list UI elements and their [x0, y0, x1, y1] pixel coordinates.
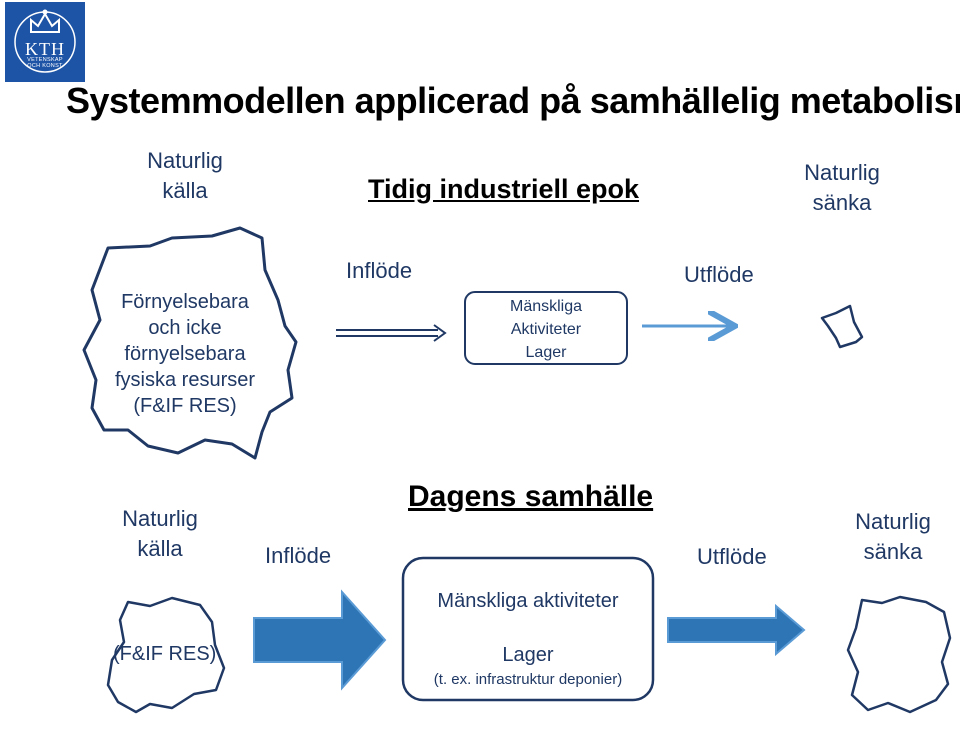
- label-line: källa: [137, 536, 183, 561]
- label-line: Naturlig: [122, 506, 198, 531]
- bottom-sink-shape: [846, 595, 952, 714]
- bottom-box-title: Mänskliga aktiviteter: [437, 590, 619, 612]
- kth-logo: KTH VETENSKAP OCH KONST: [5, 2, 85, 82]
- box-line: Lager: [525, 344, 567, 361]
- bottom-box-stock: Lager: [502, 644, 554, 666]
- top-heading: Tidig industriell epok: [368, 174, 640, 204]
- resource-line: och icke: [148, 317, 222, 339]
- bottom-outflow-label: Utflöde: [697, 544, 767, 569]
- top-sink-shape: [820, 304, 864, 349]
- bottom-sink-label: Naturlig sänka: [833, 507, 953, 567]
- bottom-box-note: (t. ex. infrastruktur deponier): [433, 671, 623, 688]
- crown-icon: [14, 9, 76, 73]
- top-activities-box: [464, 291, 628, 365]
- bottom-inflow-arrow: [253, 589, 387, 691]
- resource-line: fysiska resurser: [114, 369, 256, 391]
- top-inflow-arrow: [336, 324, 447, 342]
- top-source-label: Naturlig källa: [125, 146, 245, 206]
- resource-line: (F&IF RES): [133, 395, 237, 417]
- bottom-activities-box: [401, 556, 655, 702]
- bottom-heading: Dagens samhälle: [408, 480, 654, 513]
- top-box-text: Mänskliga Aktiviteter Lager: [465, 295, 627, 364]
- bottom-resource-label: (F&IF RES): [113, 643, 217, 665]
- label-line: källa: [162, 178, 208, 203]
- resource-line: förnyelsebara: [124, 343, 246, 365]
- label-line: sänka: [863, 539, 923, 564]
- resource-line: Förnyelsebara: [121, 291, 249, 313]
- box-line: Mänskliga: [509, 298, 583, 315]
- top-sink-label: Naturlig sänka: [782, 158, 902, 218]
- bottom-outflow-arrow: [667, 603, 806, 657]
- label-line: sänka: [812, 190, 872, 215]
- page-title: Systemmodellen applicerad på samhällelig…: [66, 80, 960, 121]
- logo-subtitle-line: VETENSKAP: [27, 57, 63, 63]
- logo-subtitle-line: OCH KONST: [27, 63, 63, 69]
- bottom-inflow-label: Inflöde: [265, 543, 332, 568]
- bottom-source-label: Naturlig källa: [100, 504, 220, 564]
- label-line: Naturlig: [804, 160, 880, 185]
- box-line: Aktiviteter: [510, 321, 582, 338]
- label-line: Naturlig: [855, 509, 931, 534]
- top-outflow-label: Utflöde: [684, 262, 754, 287]
- top-inflow-label: Inflöde: [346, 258, 413, 283]
- logo-subtitle: VETENSKAP OCH KONST: [5, 57, 85, 69]
- logo-text: KTH: [25, 39, 65, 59]
- top-resource-text: Förnyelsebara och icke förnyelsebara fys…: [95, 289, 275, 419]
- top-source-shape: [82, 226, 298, 460]
- bottom-source-shape: [106, 596, 226, 714]
- label-line: Naturlig: [147, 148, 223, 173]
